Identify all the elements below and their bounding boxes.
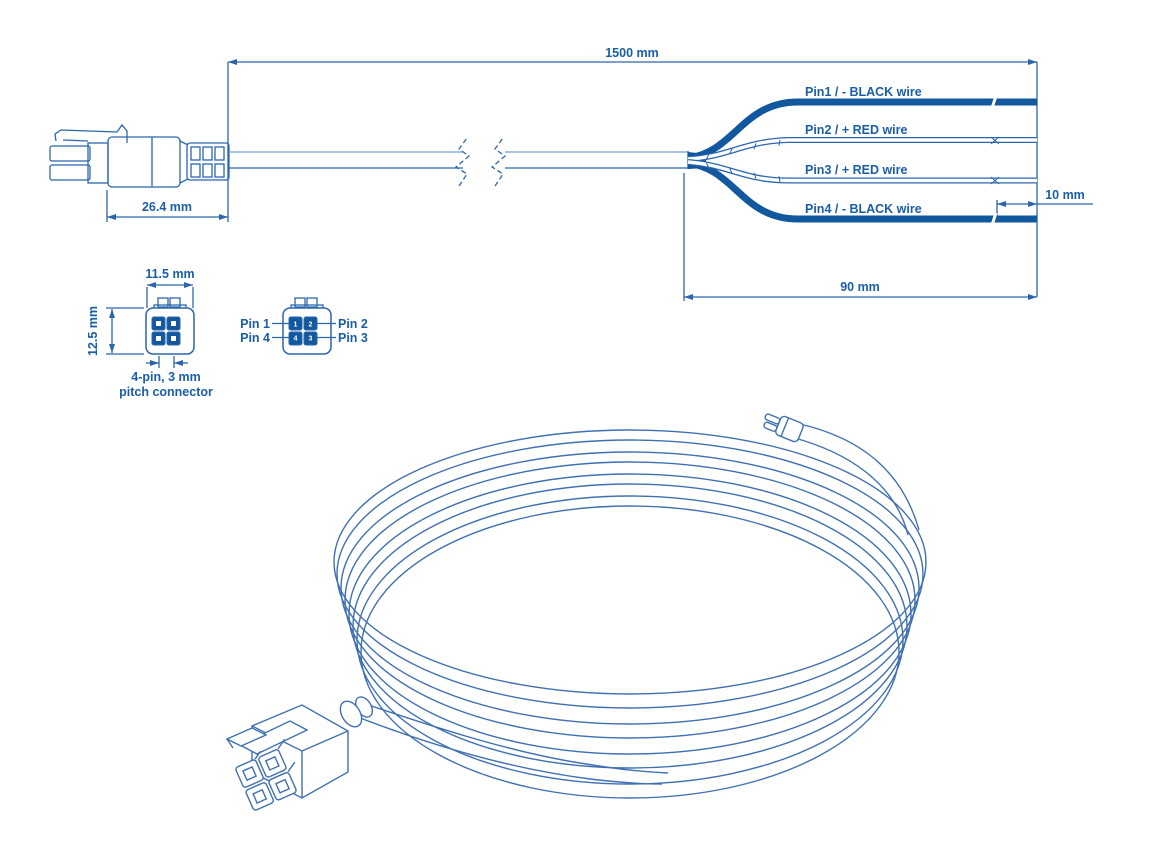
dimension-connector-length: 26.4 mm [107,200,228,220]
coil-loops [333,429,927,799]
fanout-wires [687,95,1037,226]
cable-tail [344,700,669,785]
socket-number-2: 2 [309,322,313,329]
strip-marks [990,95,1000,226]
connector-sockets-3d [235,738,297,811]
strain-relief [186,142,230,181]
crimp-ticks [706,139,781,183]
strain-relief-grid [190,146,225,178]
wire-label-pin3: Pin3 / + RED wire [805,163,908,177]
wire-label-pin4: Pin4 / - BLACK wire [805,202,922,216]
stripped-end [763,413,920,536]
coiled-cable-illustration [225,413,927,811]
dimension-connector-height: 12.5 mm [86,306,144,356]
connector-width-label: 11.5 mm [145,267,194,281]
front-pins [151,316,181,346]
overall-length-label: 1500 mm [605,46,659,60]
wire-pin1 [687,98,1037,162]
socket-number-3: 3 [309,336,313,343]
cable-connector-3d [225,696,374,811]
break-symbol [454,137,471,187]
dimension-strip-length: 10 mm [997,188,1093,207]
pin1-label: Pin 1 [240,317,270,331]
wire-pin4 [687,159,1037,223]
socket-number-1: 1 [294,322,298,329]
wire-label-pin2: Pin2 / + RED wire [805,123,908,137]
connector-length-label: 26.4 mm [142,200,192,214]
dimension-fanout-length: 90 mm [684,280,1037,300]
dimension-pitch [146,356,188,368]
pitch-caption-line1: 4-pin, 3 mm [131,370,200,384]
pin2-label: Pin 2 [338,317,368,331]
pin4-label: Pin 4 [240,331,270,345]
dimension-connector-width: 11.5 mm [145,267,195,308]
cable-run [229,137,689,187]
pin3-label: Pin 3 [338,331,368,345]
connector-height-label: 12.5 mm [86,306,100,356]
side-view-connector [49,123,230,188]
pin-leader-lines [272,322,336,339]
dimension-overall-length: 1500 mm [228,46,1037,65]
socket-number-4: 4 [294,336,298,343]
wire-label-pin1: Pin1 / - BLACK wire [805,85,922,99]
pinout-pins: 1 2 4 3 [288,316,318,346]
wire-labels: Pin1 / - BLACK wire Pin2 / + RED wire Pi… [805,85,922,216]
fanout-length-label: 90 mm [840,280,880,294]
break-symbol [490,137,507,187]
pitch-caption-line2: pitch connector [119,385,213,399]
connector-latch-3d [238,720,309,755]
front-view-dimensioned: 11.5 mm 12.5 mm 4-pin, 3 mm pitch connec… [86,267,213,399]
front-view-pinout: 1 2 4 3 Pin 1 Pin 4 Pin 2 Pin 3 [240,297,368,355]
strip-length-label: 10 mm [1045,188,1085,202]
